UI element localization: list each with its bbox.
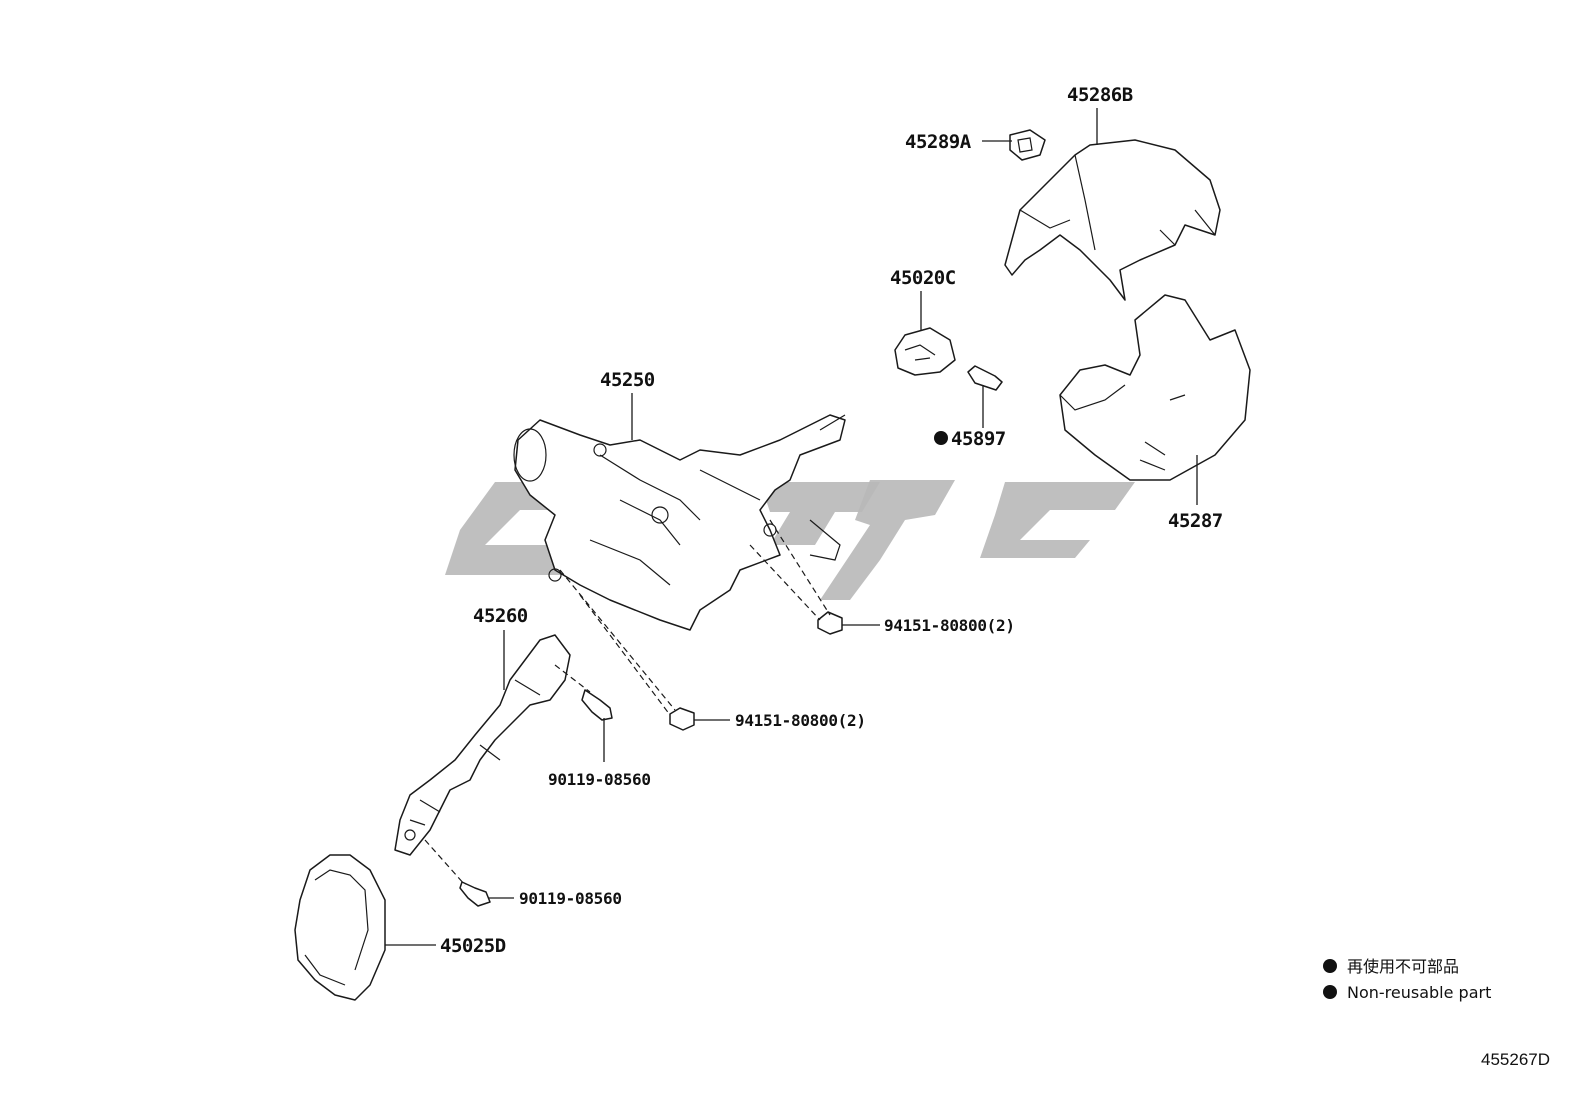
legend-line-ja: 再使用不可部品 [1347,957,1459,976]
nut-94151-upper[interactable] [817,611,843,635]
legend: 再使用不可部品 Non-reusable part [1323,957,1491,1002]
label-45286B: 45286B [1067,84,1133,106]
label-94151-upper: 94151-80800(2) [884,616,1015,635]
label-45250: 45250 [600,369,655,391]
label-45260: 45260 [473,605,528,627]
legend-dot-icon [1323,959,1337,973]
lower-column-cover-45287[interactable] [1059,294,1251,481]
figure-number: 455267D [1481,1050,1550,1069]
label-94151-lower: 94151-80800(2) [735,711,866,730]
intermediate-shaft-45260[interactable] [394,634,571,856]
part-45020C[interactable] [894,327,956,376]
label-90119-upper: 90119-08560 [548,770,651,789]
non-reusable-marker-icon [934,431,948,445]
legend-line-en: Non-reusable part [1347,983,1491,1002]
steering-boot-45025D[interactable] [294,854,386,1001]
label-45020C: 45020C [890,267,956,289]
clip-45289A[interactable] [1009,129,1046,161]
label-90119-lower: 90119-08560 [519,889,622,908]
label-45025D: 45025D [440,935,506,957]
pin-45897[interactable] [967,365,1003,391]
bolt-90119-lower[interactable] [459,881,491,907]
label-45289A: 45289A [905,131,972,153]
label-45897: 45897 [951,428,1006,450]
steering-column-45250[interactable] [513,414,846,631]
label-45287: 45287 [1168,510,1223,532]
legend-dot-icon [1323,985,1337,999]
nut-94151-lower[interactable] [669,707,695,731]
upper-column-cover-45286B[interactable] [1004,139,1221,301]
bolt-90119-upper[interactable] [581,689,613,721]
